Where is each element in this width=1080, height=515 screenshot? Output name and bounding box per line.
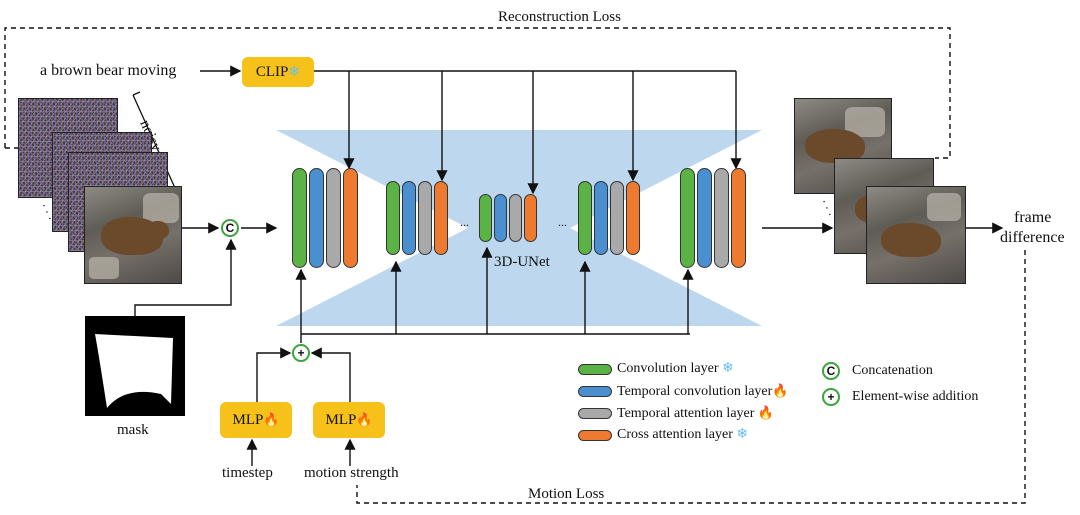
frame-difference-label-2: difference <box>1000 229 1065 246</box>
mlp-timestep-box: MLP🔥 <box>220 402 292 438</box>
unet-block-1-temporal-convolution-layer <box>309 168 324 268</box>
element-wise-addition-icon: + <box>822 388 840 406</box>
mask-label: mask <box>117 422 149 438</box>
fire-icon: 🔥 <box>263 412 280 427</box>
unet-block-2-temporal-convolution-layer <box>402 181 416 255</box>
reconstruction-loss-label: Reconstruction Loss <box>498 9 621 25</box>
snowflake-icon: ❄ <box>736 427 749 442</box>
clip-encoder-box: CLIP❄ <box>242 57 314 87</box>
legend-swatch-cross-attention <box>578 430 612 441</box>
motion-loss-label: Motion Loss <box>528 486 605 502</box>
frame-difference-label-1: frame <box>1014 209 1052 226</box>
timestep-label: timestep <box>222 465 273 481</box>
legend-label-concatenation: Concatenation <box>852 363 933 378</box>
ellipsis-right: ... <box>558 215 567 229</box>
ellipsis-left: ... <box>460 215 469 229</box>
unet-block-4-cross-attention-layer <box>626 181 640 255</box>
unet-block-3-temporal-convolution-layer <box>494 194 507 242</box>
input-bear-frame <box>84 186 182 284</box>
prompt-text: a brown bear moving <box>40 62 177 79</box>
unet-block-5-temporal-convolution-layer <box>697 168 712 268</box>
legend-swatch-temporal-attention <box>578 408 612 419</box>
output-frame-3 <box>866 186 966 284</box>
fire-icon: 🔥 <box>772 383 789 398</box>
legend-swatch-temporal-convolution <box>578 386 612 397</box>
unet-block-4-temporal-attention-layer <box>610 181 624 255</box>
unet-block-1-cross-attention-layer <box>343 168 358 268</box>
mlp-motion-box: MLP🔥 <box>313 402 385 438</box>
legend-label-cross-attention: Cross attention layer ❄ <box>617 427 749 442</box>
legend-label-element-wise-addition: Element-wise addition <box>852 389 979 404</box>
fire-icon: 🔥 <box>356 412 373 427</box>
element-wise-addition-icon: + <box>292 344 310 362</box>
unet-block-1-convolution-layer <box>292 168 307 268</box>
clip-label: CLIP <box>255 63 289 80</box>
unet-block-2-convolution-layer <box>386 181 400 255</box>
unet-block-3-temporal-attention-layer <box>509 194 522 242</box>
unet-block-3-cross-attention-layer <box>524 194 537 242</box>
reconstruction-loss-path <box>4 27 951 159</box>
unet-block-5-temporal-attention-layer <box>714 168 729 268</box>
unet-block-1-temporal-attention-layer <box>326 168 341 268</box>
unet-block-4-temporal-convolution-layer <box>594 181 608 255</box>
unet-block-5-cross-attention-layer <box>731 168 746 268</box>
unet-block-2-temporal-attention-layer <box>418 181 432 255</box>
legend-label-temporal-attention: Temporal attention layer 🔥 <box>617 405 775 421</box>
legend-swatch-convolution <box>578 364 612 375</box>
unet-block-4-convolution-layer <box>578 181 592 255</box>
mlp-label: MLP <box>325 411 357 428</box>
legend-label-temporal-convolution: Temporal convolution layer🔥 <box>617 383 789 399</box>
mask-image <box>85 316 185 416</box>
unet-label: 3D-UNet <box>494 254 550 270</box>
snowflake-icon: ❄ <box>288 64 301 80</box>
concatenation-icon: C <box>822 362 840 380</box>
legend-label-convolution: Convolution layer ❄ <box>617 361 734 376</box>
motion-strength-label: motion strength <box>304 465 399 481</box>
fire-icon: 🔥 <box>757 405 775 420</box>
motion-loss-path <box>356 250 1026 504</box>
unet-block-2-cross-attention-layer <box>434 181 448 255</box>
snowflake-icon: ❄ <box>722 361 734 376</box>
unet-block-3-convolution-layer <box>479 194 492 242</box>
unet-block-5-convolution-layer <box>680 168 695 268</box>
mlp-label: MLP <box>232 411 264 428</box>
concatenation-icon: C <box>221 219 239 237</box>
